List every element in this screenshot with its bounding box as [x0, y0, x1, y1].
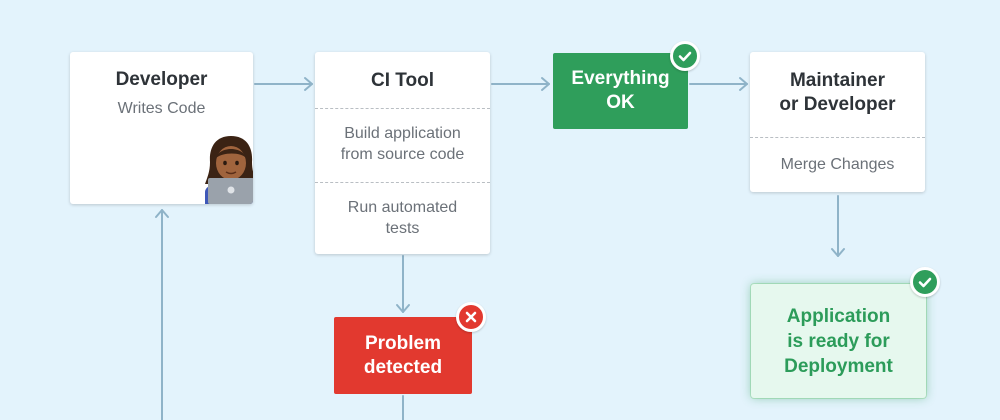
ci-tool-divider-2 [315, 182, 490, 183]
problem-detected-label: Problem detected [363, 332, 443, 378]
ci-tool-title: CI Tool [371, 70, 434, 91]
developer-card: Developer Writes Code [70, 52, 253, 204]
everything-ok-status: Everything OK [553, 53, 688, 129]
developer-subtitle: Writes Code [117, 100, 206, 117]
maintainer-action: Merge Changes [780, 156, 895, 173]
maintainer-card: Maintainer or Developer Merge Changes [750, 52, 925, 192]
ci-tool-card: CI Tool Build application from source co… [315, 52, 490, 254]
deployment-ready-label: Application is ready for Deployment [784, 305, 893, 377]
developer-title: Developer [115, 69, 208, 90]
check-circle-icon [670, 41, 700, 71]
ci-tool-step-build: Build application from source code [340, 125, 465, 163]
ci-tool-step-test: Run automated tests [347, 199, 458, 237]
developer-with-laptop-icon [205, 136, 253, 204]
maintainer-divider [750, 137, 925, 138]
deployment-ready-card: Application is ready for Deployment [751, 284, 926, 398]
ci-tool-divider-1 [315, 108, 490, 109]
x-circle-icon [456, 302, 486, 332]
problem-detected-status: Problem detected [334, 317, 472, 394]
check-circle-icon [910, 267, 940, 297]
maintainer-title: Maintainer or Developer [779, 70, 896, 115]
everything-ok-label: Everything OK [571, 68, 670, 113]
